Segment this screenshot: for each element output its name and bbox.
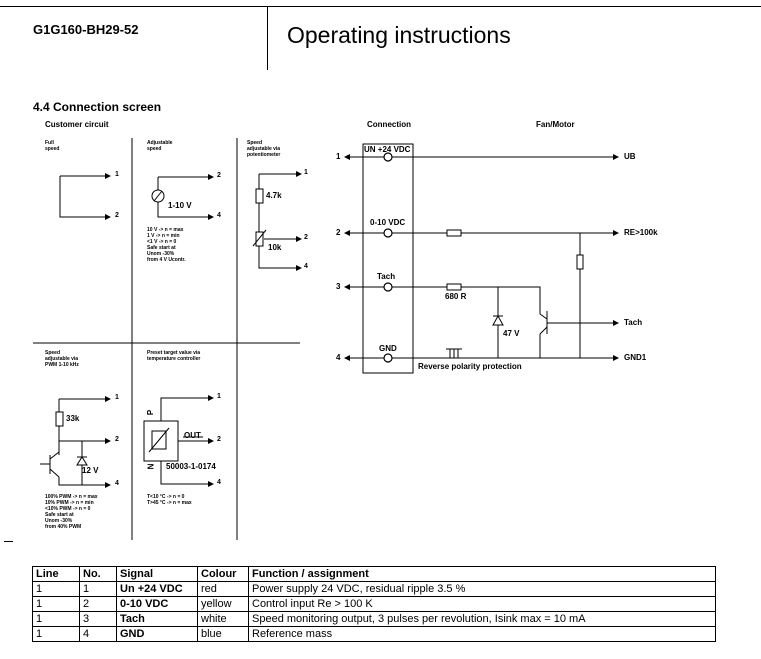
temperature-notes: T<10 °C -> n = 0 T>45 °C -> n = max (147, 494, 192, 506)
customer-circuit-heading: Customer circuit (45, 120, 109, 129)
full-speed-terminal-1: 1 (115, 171, 119, 178)
resistor-4k7-label: 4.7k (266, 191, 282, 200)
table-cell: Control input Re > 100 K (248, 596, 716, 612)
table-cell: 3 (79, 611, 117, 627)
table-cell: GND (116, 626, 198, 642)
header-top-rule (0, 6, 761, 7)
temperature-label: Preset target value via temperature cont… (147, 350, 201, 362)
adjustable-terminal-4: 4 (217, 212, 221, 219)
pot-terminal-1: 1 (304, 169, 308, 176)
output-tach: Tach (624, 318, 643, 327)
table-cell: white (197, 611, 249, 627)
temp-terminal-4: 4 (217, 479, 221, 486)
reverse-polarity-label: Reverse polarity protection (418, 362, 522, 371)
table-row: 1 1 Un +24 VDC red Power supply 24 VDC, … (32, 581, 716, 597)
column-header: Line (32, 566, 80, 582)
table-row: 1 4 GND blue Reference mass (32, 626, 716, 642)
table-cell: 2 (79, 596, 117, 612)
table-cell: 4 (79, 626, 117, 642)
adjustable-speed-label: Adjustable speed (147, 140, 173, 152)
pin-label-un: UN +24 VDC (364, 145, 411, 154)
output-ub: UB (624, 152, 636, 161)
adjustable-terminal-2: 2 (217, 172, 221, 179)
column-header: Colour (197, 566, 249, 582)
table-cell: 0-10 VDC (116, 596, 198, 612)
table-cell: yellow (197, 596, 249, 612)
pot-terminal-2: 2 (304, 234, 308, 241)
zener-47v-label: 47 V (503, 329, 520, 338)
pin-n-label: N (146, 463, 156, 470)
header-divider (267, 6, 268, 70)
column-header: Signal (116, 566, 198, 582)
out-label: OUT (184, 431, 201, 440)
pot-10k-label: 10k (268, 243, 282, 252)
voltage-source-label: 1-10 V (168, 201, 192, 210)
table-cell: Power supply 24 VDC, residual ripple 3.5… (248, 581, 716, 597)
output-re: RE>100k (624, 228, 658, 237)
resistor-33k-label: 33k (66, 414, 80, 423)
table-cell: Speed monitoring output, 3 pulses per re… (248, 611, 716, 627)
temp-terminal-1: 1 (217, 393, 221, 400)
zener-12v-label: 12 V (82, 466, 99, 475)
table-cell: Tach (116, 611, 198, 627)
pot-terminal-4: 4 (304, 263, 308, 270)
table-cell: red (197, 581, 249, 597)
table-cell: 1 (32, 596, 80, 612)
table-cell: 1 (32, 581, 80, 597)
margin-mark (4, 541, 13, 542)
temp-terminal-2: 2 (217, 436, 221, 443)
pwm-terminal-1: 1 (115, 394, 119, 401)
connection-schematic (33, 138, 619, 540)
pin-number-4: 4 (336, 353, 341, 362)
part-number-label: 50003-1-0174 (166, 462, 216, 471)
pin-label-control: 0-10 VDC (370, 218, 406, 227)
full-speed-terminal-2: 2 (115, 212, 119, 219)
pin-label-gnd: GND (379, 344, 397, 353)
adjustable-speed-notes: 10 V -> n = max 1 V -> n = min <1 V -> n… (147, 227, 186, 263)
output-gnd1: GND1 (624, 353, 647, 362)
table-header-row: Line No. Signal Colour Function / assign… (32, 566, 716, 582)
connection-heading: Connection (367, 120, 411, 129)
table-cell: Reference mass (248, 626, 716, 642)
column-header: No. (79, 566, 117, 582)
potentiometer-label: Speed adjustable via potentiometer (247, 140, 281, 158)
fan-motor-heading: Fan/Motor (536, 120, 575, 129)
table-cell: Un +24 VDC (116, 581, 198, 597)
pwm-terminal-2: 2 (115, 436, 119, 443)
table-cell: 1 (32, 611, 80, 627)
pwm-notes: 100% PWM -> n = max 10% PWM -> n = min <… (45, 494, 98, 530)
table-cell: 1 (32, 626, 80, 642)
pin-number-2: 2 (336, 228, 341, 237)
column-header: Function / assignment (248, 566, 716, 582)
pwm-terminal-4: 4 (115, 480, 119, 487)
pin-label-tach: Tach (377, 272, 396, 281)
table-row: 1 3 Tach white Speed monitoring output, … (32, 611, 716, 627)
resistor-680r-label: 680 R (445, 292, 467, 301)
table-row: 1 2 0-10 VDC yellow Control input Re > 1… (32, 596, 716, 612)
pin-number-1: 1 (336, 152, 341, 161)
table-cell: blue (197, 626, 249, 642)
table-cell: 1 (79, 581, 117, 597)
page-title: Operating instructions (287, 22, 511, 48)
pwm-label: Speed adjustable via PWM 1-10 kHz (45, 350, 79, 368)
pin-number-3: 3 (336, 282, 341, 291)
pin-p-label: P (146, 409, 156, 416)
model-number: G1G160-BH29-52 (33, 22, 139, 37)
connection-table: Line No. Signal Colour Function / assign… (32, 566, 716, 642)
full-speed-label: Full speed (45, 140, 60, 152)
section-title: 4.4 Connection screen (33, 100, 162, 114)
